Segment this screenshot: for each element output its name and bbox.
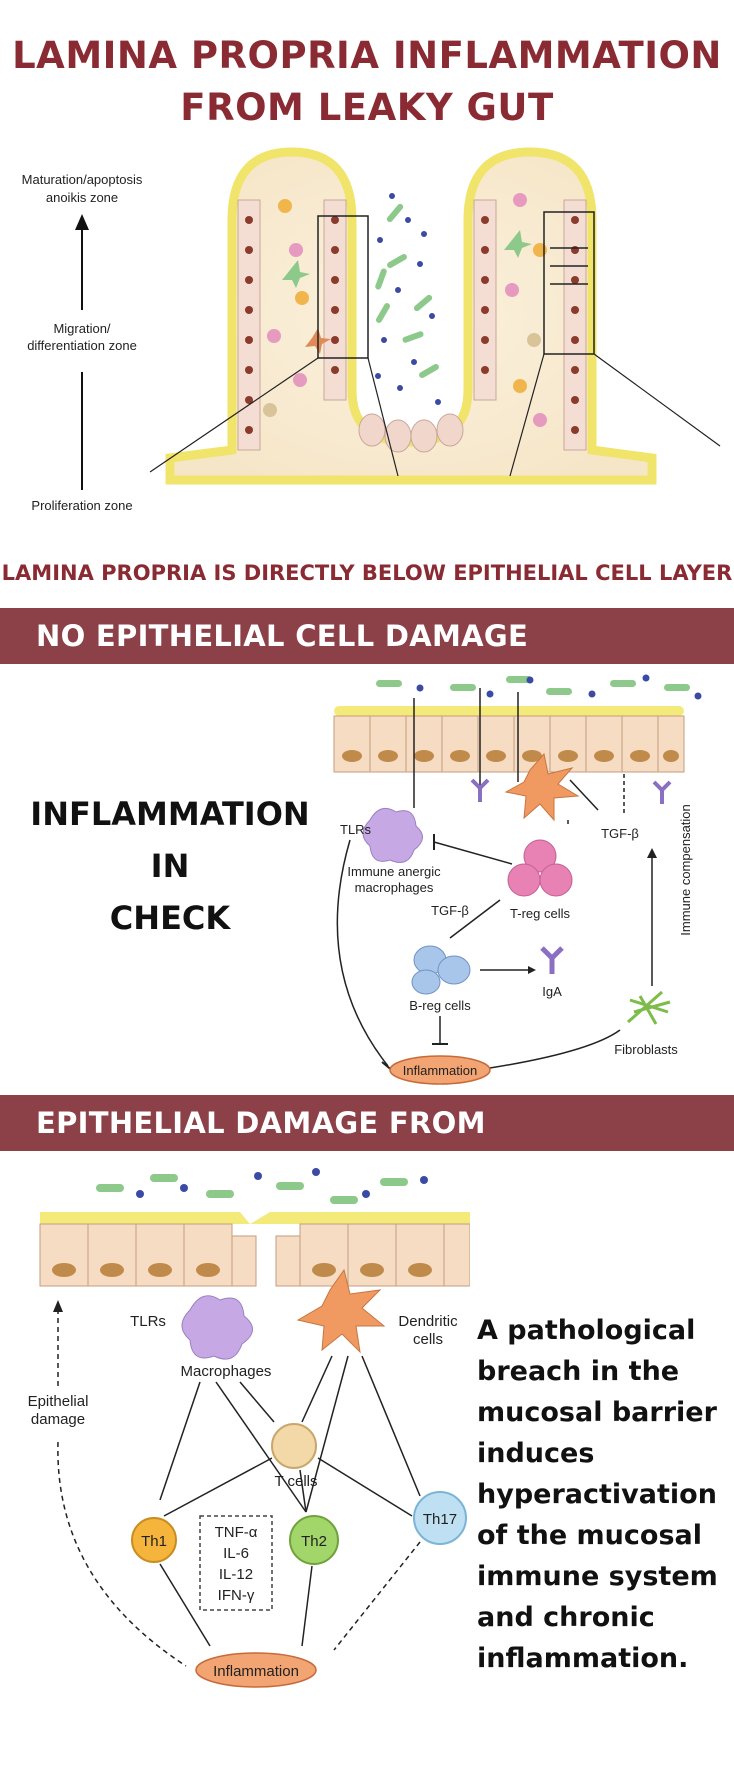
breg-label: B-reg cells — [409, 998, 471, 1013]
macrophage-label-2: macrophages — [355, 880, 434, 895]
epithelium-nuclei-1 — [342, 750, 679, 762]
main-title-line-1: LAMINA PROPRIA INFLAMMATION — [12, 34, 722, 77]
inflammation-badge-2 — [195, 1652, 317, 1688]
lamina-caption: LAMINA PROPRIA IS DIRECTLY BELOW EPITHEL… — [1, 561, 733, 585]
mucus-layer — [334, 706, 684, 716]
para-line: of the mucosal — [477, 1520, 702, 1551]
fibroblasts-label: Fibroblasts — [614, 1042, 678, 1057]
epithelium-row-1 — [333, 715, 685, 773]
macrophage-icon-2 — [181, 1295, 253, 1360]
inflammation-label-2: Inflammation — [213, 1663, 299, 1680]
pathology-paragraph: A pathological breach in the mucosal bar… — [477, 1310, 727, 1679]
crypt-base-cells — [358, 413, 464, 453]
lumen-arrows-1 — [413, 688, 625, 824]
big-text-line-2: CHECK — [109, 899, 231, 937]
cytokine-4: IFN-γ — [218, 1587, 255, 1604]
breg-cells-icon — [411, 945, 471, 995]
antibody-icon-2 — [652, 780, 672, 804]
inflammation-label-1: Inflammation — [403, 1063, 477, 1078]
th2-label: Th2 — [301, 1533, 327, 1550]
section-1-heading: NO EPITHELIAL CELL DAMAGE — [36, 619, 529, 653]
macrophage-label-1: Immune anergic — [347, 864, 441, 879]
treg-label: T-reg cells — [510, 906, 570, 921]
macrophages-label: Macrophages — [181, 1363, 272, 1380]
epithelium-row-2 — [39, 1223, 470, 1287]
zone-bottom-label: Proliferation zone — [31, 498, 132, 513]
cytokine-box — [199, 1515, 273, 1611]
para-line: immune system — [477, 1561, 718, 1592]
dendritic-cell-icon-2 — [296, 1268, 386, 1354]
activation-arrows — [159, 1355, 421, 1517]
lumen-bacteria-2 — [96, 1168, 428, 1204]
big-text-line-1: INFLAMMATION IN — [30, 795, 310, 885]
section-2-band: EPITHELIAL DAMAGE FROM INFLAMMATION — [0, 1095, 734, 1196]
para-line: breach in the — [477, 1356, 680, 1387]
dendritic-label-2: cells — [413, 1331, 443, 1348]
para-line: inflammation. — [477, 1643, 689, 1674]
zone-top-label-1: Maturation/apoptosis — [22, 172, 143, 187]
inflammation-badge-1 — [389, 1055, 491, 1085]
inflammation-in-check: INFLAMMATION IN CHECK — [10, 788, 330, 944]
antibody-icon — [470, 778, 490, 802]
iga-icon — [540, 946, 564, 974]
epithelial-cells-left — [237, 199, 587, 451]
section-1-band: NO EPITHELIAL CELL DAMAGE — [0, 608, 734, 664]
mucus-layer-2 — [40, 1212, 470, 1224]
pathology-diagram: TLRs Macrophages Dendritic cells Epithel… — [28, 1168, 470, 1688]
zoom-box-right — [543, 211, 595, 355]
epithelial-damage-label-2: damage — [31, 1411, 85, 1428]
zoom-lines — [149, 353, 721, 477]
th17-icon — [413, 1491, 467, 1545]
fibroblasts-icon — [627, 990, 671, 1025]
cytokine-3: IL-12 — [219, 1566, 253, 1583]
tolerance-diagram: TLRs Immune anergic macrophages TGF-β T-… — [333, 674, 702, 1085]
para-line: induces — [477, 1438, 595, 1469]
cell-nuclei — [245, 216, 579, 434]
junction-arrows — [550, 247, 588, 285]
lumen-particles — [375, 193, 441, 405]
para-line: A pathological — [477, 1315, 696, 1346]
tgf-label-1: TGF-β — [601, 826, 639, 841]
th1-label: Th1 — [141, 1533, 167, 1550]
cytokine-2: IL-6 — [223, 1545, 249, 1562]
crypt-villus-diagram: Maturation/apoptosis anoikis zone Migrat… — [22, 147, 721, 513]
iga-label: IgA — [542, 984, 562, 999]
tlrs-label-1: TLRs — [340, 822, 372, 837]
macrophage-icon — [362, 807, 423, 863]
cytokine-1: TNF-α — [215, 1524, 258, 1541]
inflammation-arrows — [159, 1541, 421, 1651]
para-line: mucosal barrier — [477, 1397, 717, 1428]
para-line: hyperactivation — [477, 1479, 717, 1510]
treg-cells-icon — [507, 839, 573, 897]
epithelium-nuclei-2 — [52, 1263, 432, 1277]
treg-inhibit-line — [433, 841, 513, 865]
th1-icon — [131, 1517, 177, 1563]
dendritic-label-1: Dendritic — [398, 1313, 458, 1330]
tcell-icon — [271, 1423, 317, 1469]
zone-top-label-2: anoikis zone — [46, 190, 118, 205]
dendritic-cell-icon — [504, 752, 580, 822]
zoom-box-left — [317, 215, 369, 359]
lumen-bacteria-1 — [376, 674, 702, 700]
zone-mid-label-1: Migration/ — [53, 321, 110, 336]
immune-compensation-label: Immune compensation — [678, 804, 693, 936]
arrow-head-icon — [75, 214, 89, 230]
th17-label: Th17 — [423, 1511, 457, 1528]
main-title-line-2: FROM LEAKY GUT — [180, 86, 554, 129]
tlrs-label-2: TLRs — [130, 1313, 166, 1330]
th2-icon — [289, 1515, 339, 1565]
epithelial-damage-label-1: Epithelial — [28, 1393, 89, 1410]
tcells-label: T cells — [274, 1473, 317, 1490]
para-line: and chronic — [477, 1602, 655, 1633]
zone-mid-label-2: differentiation zone — [27, 338, 137, 353]
tgf-label-2: TGF-β — [431, 903, 469, 918]
